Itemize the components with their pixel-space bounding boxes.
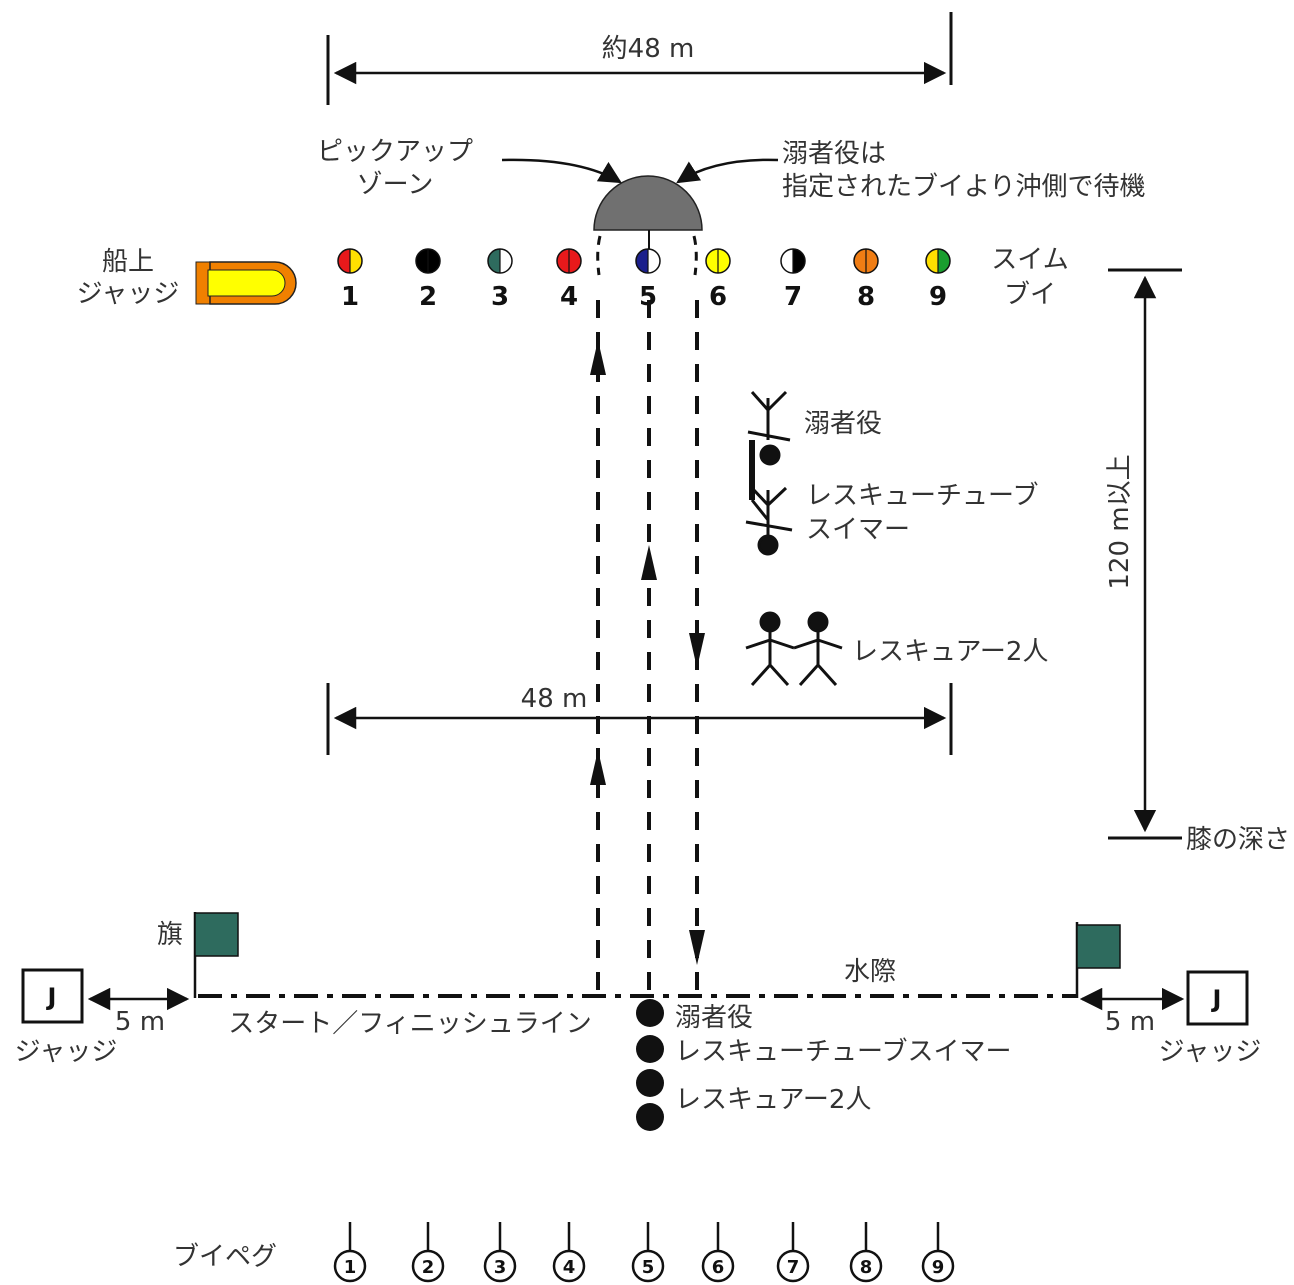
victim-instruction-2: 指定されたブイより沖側で待機 — [782, 172, 1145, 202]
right-judge-distance: 5 m — [1105, 1007, 1155, 1037]
swim-buoy-number: 8 — [857, 282, 875, 312]
boat-judge-label-2: ジャッジ — [77, 279, 180, 309]
victim-instruction-1: 溺者役は — [782, 139, 886, 169]
buoy-peg-3: 3 — [483, 1222, 517, 1283]
tube-swimmer-label-2: スイマー — [806, 515, 910, 545]
swim-buoy-7: 7 — [780, 248, 806, 312]
buoy-peg-number: 1 — [344, 1257, 357, 1278]
swim-buoy-2: 2 — [415, 248, 441, 312]
victim-figure — [747, 390, 791, 466]
start-order: 溺者役 レスキューチューブスイマー レスキュアー2人 — [636, 999, 1011, 1131]
right-judge: J 5 m ジャッジ — [1079, 970, 1262, 1067]
swim-buoy-number: 2 — [419, 282, 437, 312]
buoy-peg-number: 6 — [712, 1257, 725, 1278]
distance-120-label: 120 m以上 — [1105, 454, 1135, 589]
left-judge-letter: J — [46, 983, 57, 1011]
buoy-peg-number: 9 — [932, 1257, 945, 1278]
buoy-peg-number: 5 — [642, 1257, 655, 1278]
boat-judge-label-1: 船上 — [102, 247, 154, 277]
route-lines — [596, 300, 699, 995]
swim-buoy-6: 6 — [705, 248, 731, 312]
buoy-peg-6: 6 — [701, 1222, 735, 1283]
swim-buoy-number: 9 — [929, 282, 947, 312]
order-rescuers: レスキュアー2人 — [675, 1085, 871, 1115]
start-finish-label: スタート／フィニッシュライン — [228, 1009, 591, 1039]
rescuers-label: レスキュアー2人 — [852, 637, 1048, 667]
pickup-zone: ピックアップ ゾーン 溺者役は 指定されたブイより沖側で待機 — [317, 137, 1145, 276]
boat-judge: 船上 ジャッジ — [77, 247, 297, 309]
swim-buoy-label-2: ブイ — [1004, 280, 1056, 310]
left-flag — [193, 912, 239, 998]
buoy-peg-8: 8 — [849, 1222, 883, 1283]
swim-buoy-3: 3 — [487, 248, 513, 312]
swim-buoy-number: 5 — [639, 282, 657, 312]
buoy-peg-label: ブイペグ — [173, 1242, 277, 1272]
right-flag — [1075, 922, 1121, 998]
flag-label: 旗 — [157, 920, 183, 950]
swim-buoy-9: 9 — [925, 248, 951, 312]
rescuers-figure — [745, 611, 843, 687]
waterline-label: 水際 — [844, 957, 896, 987]
buoy-peg-9: 9 — [921, 1222, 955, 1283]
left-judge-label: ジャッジ — [15, 1037, 118, 1067]
swim-buoy-4: 4 — [556, 248, 582, 312]
swim-buoy-label-1: スイム — [991, 245, 1068, 275]
buoy-peg-number: 3 — [494, 1257, 507, 1278]
swim-buoy-number: 3 — [491, 282, 509, 312]
route-arrows — [590, 340, 705, 965]
buoy-peg-2: 2 — [411, 1222, 445, 1283]
swim-buoy-5: 5 — [635, 248, 661, 312]
buoy-peg-number: 4 — [563, 1257, 576, 1278]
buoy-peg-number: 7 — [787, 1257, 800, 1278]
buoy-peg-number: 2 — [422, 1257, 435, 1278]
left-judge-distance: 5 m — [115, 1007, 165, 1037]
swim-buoy-number: 6 — [709, 282, 727, 312]
swim-buoy-1: 1 — [337, 248, 363, 312]
swim-buoy-number: 1 — [341, 282, 359, 312]
right-judge-letter: J — [1211, 985, 1222, 1013]
top-width-label: 約48 m — [602, 34, 695, 64]
swim-buoy-number: 7 — [784, 282, 802, 312]
buoy-peg-7: 7 — [776, 1222, 810, 1283]
pickup-zone-shape — [593, 175, 703, 231]
buoy-peg-5: 5 — [631, 1222, 665, 1283]
knee-depth-label: 膝の深さ — [1186, 825, 1290, 855]
buoy-peg-number: 8 — [860, 1257, 873, 1278]
buoy-pegs: 1 2 3 4 5 6 7 8 9 — [333, 1222, 955, 1283]
left-judge: J 5 m ジャッジ — [15, 968, 190, 1067]
mid-width-label: 48 m — [521, 684, 588, 714]
top-width-dimension: 約48 m — [326, 12, 953, 105]
distance-120-dimension: 120 m以上 膝の深さ — [1104, 268, 1290, 855]
swim-buoy-number: 4 — [560, 282, 578, 312]
pickup-zone-label-2: ゾーン — [357, 170, 434, 200]
order-tube-swimmer: レスキューチューブスイマー — [675, 1037, 1011, 1067]
tube-swimmer-label-1: レスキューチューブ — [806, 481, 1038, 511]
buoy-peg-1: 1 — [333, 1222, 367, 1283]
mid-width-dimension: 48 m — [326, 683, 953, 755]
right-judge-label: ジャッジ — [1159, 1037, 1262, 1067]
victim-label: 溺者役 — [804, 409, 882, 439]
buoy-peg-4: 4 — [552, 1222, 586, 1283]
swim-buoys: 1 2 3 4 5 6 7 8 9 — [337, 248, 951, 312]
pickup-zone-label-1: ピックアップ — [317, 137, 473, 167]
order-victim: 溺者役 — [675, 1003, 753, 1033]
swim-buoy-8: 8 — [853, 248, 879, 312]
tube-swimmer-figure — [745, 440, 793, 556]
